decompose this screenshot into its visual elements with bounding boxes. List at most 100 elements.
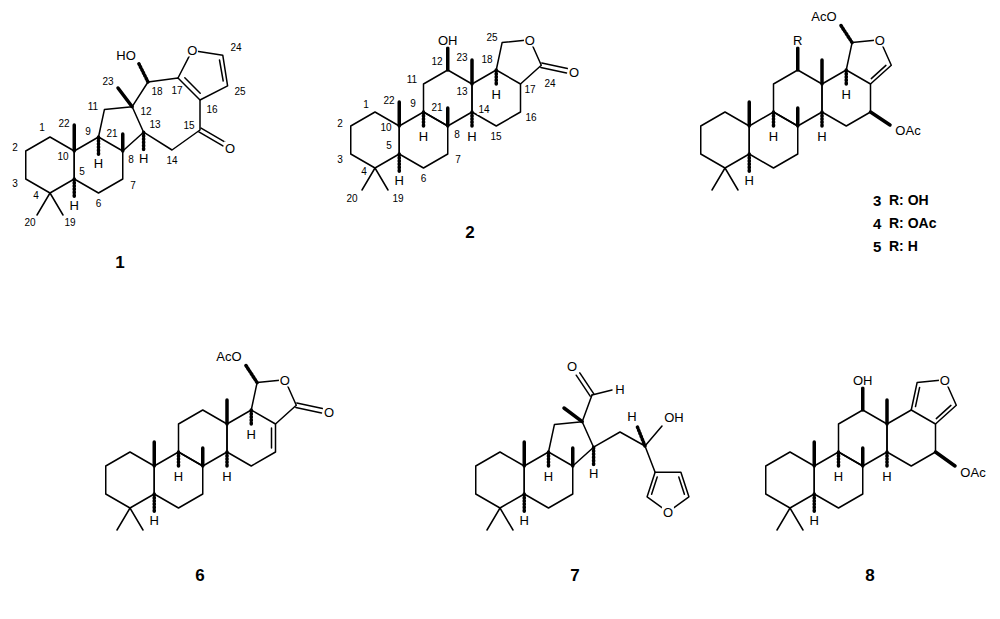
bond-line: [885, 452, 889, 468]
bond-line: [582, 395, 592, 422]
bond-line: [592, 447, 596, 465]
substituent-label: R: OH: [888, 193, 930, 207]
bond-line: [871, 112, 891, 125]
bond-line: [840, 24, 852, 43]
bond-line: [549, 422, 594, 466]
bond-line: [885, 400, 889, 424]
bond-line: [766, 452, 815, 508]
structure-1: [26, 50, 228, 215]
locant-number: 22: [57, 119, 70, 129]
atom-label: OH: [852, 374, 874, 387]
atom-label: H: [93, 157, 104, 170]
bond-line: [106, 452, 155, 508]
bond-line: [121, 134, 125, 151]
compound-number: 8: [864, 567, 875, 584]
bond-line: [73, 125, 77, 151]
structure-7: [476, 373, 689, 530]
bond-line: [846, 40, 891, 84]
atom-label: O: [568, 66, 580, 79]
locant-number: 12: [139, 107, 152, 117]
bond-line: [470, 112, 474, 128]
bond-line: [701, 112, 750, 168]
locant-number: 24: [229, 43, 242, 53]
locant-number: 4: [32, 191, 40, 201]
bond-line: [839, 410, 888, 466]
structure-8: [766, 380, 957, 530]
atom-label: OH: [663, 411, 685, 424]
bond-line: [138, 62, 148, 82]
bond-line: [487, 508, 500, 530]
bond-line: [592, 390, 612, 395]
locant-number: 14: [477, 105, 490, 115]
atom-label: O: [279, 373, 291, 386]
bond-line: [178, 50, 228, 100]
atom-label: H: [809, 514, 820, 527]
bond-line: [97, 137, 101, 155]
bond-line: [117, 508, 130, 530]
bond-line: [652, 477, 658, 494]
bond-line: [523, 494, 527, 512]
bond-line: [820, 60, 824, 84]
bond-line: [118, 88, 132, 107]
bond-line: [201, 448, 205, 466]
bond-line: [399, 112, 448, 168]
atom-label: H: [394, 174, 405, 187]
bond-line: [398, 102, 402, 126]
structure-6: [106, 364, 323, 530]
bond-line: [541, 67, 567, 73]
bond-line: [296, 407, 322, 413]
atom-label: O: [939, 373, 951, 386]
locant-number: 24: [543, 79, 556, 89]
locant-number: 14: [165, 156, 178, 166]
bond-line: [470, 60, 474, 84]
compound-number: 3: [872, 193, 882, 208]
bond-line: [725, 168, 738, 190]
locant-number: 17: [170, 86, 183, 96]
bond-line: [225, 452, 229, 468]
locant-number: 18: [150, 87, 163, 97]
locant-number: 10: [379, 123, 392, 133]
locant-number: 9: [84, 127, 92, 137]
bond-line: [576, 375, 590, 396]
atom-label: H: [246, 428, 257, 441]
bond-line: [524, 452, 573, 508]
locant-number: 23: [455, 53, 468, 63]
bond-line: [142, 132, 146, 150]
bond-line: [845, 70, 849, 86]
bond-line: [887, 410, 936, 466]
bond-line: [199, 132, 223, 146]
atom-label: H: [841, 88, 852, 101]
bond-line: [495, 70, 499, 86]
atom-label: O: [323, 406, 335, 419]
bond-line: [861, 448, 865, 466]
bond-line: [748, 102, 752, 126]
locant-number: 20: [23, 218, 36, 228]
atom-label: H: [768, 130, 779, 143]
bond-line: [375, 168, 388, 190]
compound-number: 1: [114, 254, 125, 271]
bond-line: [547, 452, 551, 468]
compound-number: 4: [872, 216, 882, 231]
bond-line: [523, 442, 527, 466]
locant-number: 9: [409, 99, 417, 109]
atom-label: O: [186, 44, 198, 57]
bond-line: [712, 168, 725, 190]
compound-number: 6: [194, 567, 205, 584]
atom-label: H: [466, 130, 477, 143]
locant-number: 17: [523, 85, 536, 95]
bond-line: [26, 137, 75, 193]
locant-number: 3: [336, 155, 344, 165]
atom-label: H: [833, 470, 844, 483]
atom-label: H: [491, 88, 502, 101]
locant-number: 16: [524, 113, 537, 123]
locant-number: 20: [345, 194, 358, 204]
bond-line: [225, 400, 229, 424]
bond-line: [227, 410, 276, 466]
bond-line: [790, 508, 803, 530]
atom-label: OAc: [959, 466, 986, 479]
locant-number: 23: [101, 77, 114, 87]
atom-label: H: [69, 199, 80, 212]
locant-number: 6: [420, 174, 428, 184]
atom-label: H: [418, 130, 429, 143]
